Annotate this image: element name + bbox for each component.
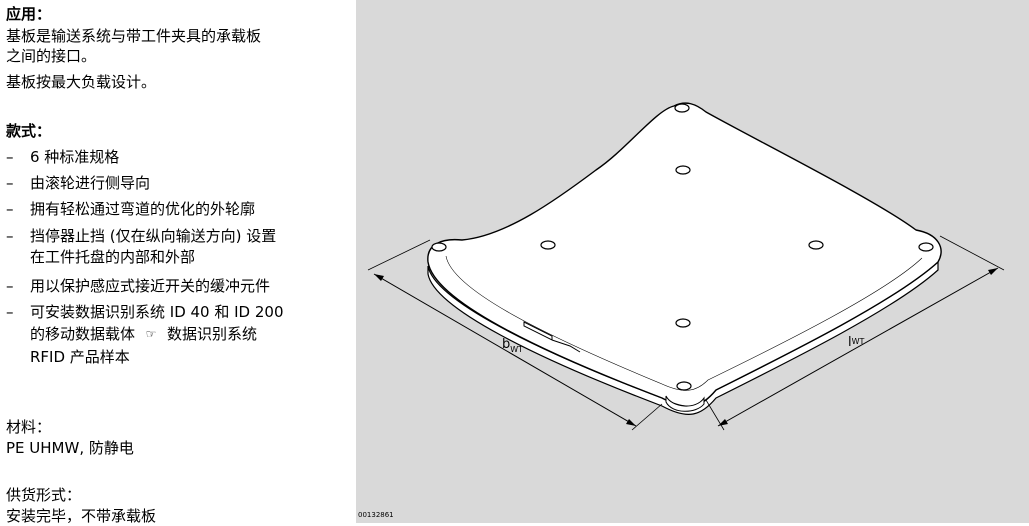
list-item-continued: RFID 产品样本 xyxy=(30,348,130,366)
list-item: 挡停器止挡 (仅在纵向输送方向) 设置 xyxy=(30,227,277,245)
list-item-text: 的移动数据载体 xyxy=(30,325,136,343)
width-dimension-line xyxy=(373,273,637,427)
mounting-hole xyxy=(675,318,691,328)
mounting-hole xyxy=(540,240,556,250)
catalog-reference: 数据识别系统 xyxy=(167,325,258,343)
pallet-drawing: bWT lWT xyxy=(367,102,1005,431)
application-line-3: 基板按最大负载设计。 xyxy=(6,73,157,91)
material-label: 材料： xyxy=(6,418,52,436)
pointing-hand-icon: ☞ xyxy=(145,327,157,341)
design-heading: 款式： xyxy=(6,122,52,140)
corner-hole xyxy=(431,242,447,252)
list-item: 可安装数据识别系统 ID 40 和 ID 200 xyxy=(30,303,284,321)
corner-hole xyxy=(918,242,934,252)
corner-hole xyxy=(676,381,692,391)
mounting-hole xyxy=(675,165,691,175)
list-bullet: – xyxy=(6,174,14,192)
list-item-continued: 的移动数据载体 ☞ 数据识别系统 xyxy=(30,324,257,344)
list-bullet: – xyxy=(6,148,14,166)
list-item: 用以保护感应式接近开关的缓冲元件 xyxy=(30,277,271,295)
plate-top-face xyxy=(427,102,942,408)
application-line-1: 基板是输送系统与带工件夹具的承载板 xyxy=(6,27,262,45)
dimension-label-width: bWT xyxy=(502,337,523,354)
corner-hole xyxy=(674,103,690,113)
list-bullet: – xyxy=(6,227,14,245)
material-value: PE UHMW, 防静电 xyxy=(6,439,134,457)
length-dimension-line xyxy=(717,267,999,427)
list-item: 6 种标准规格 xyxy=(30,148,120,166)
dimension-label-length: lWT xyxy=(848,335,865,350)
list-bullet: – xyxy=(6,200,14,218)
delivery-label: 供货形式： xyxy=(6,486,82,504)
list-bullet: – xyxy=(6,303,14,321)
application-line-2: 之间的接口。 xyxy=(6,47,97,65)
delivery-value: 安装完毕，不带承载板 xyxy=(6,507,157,525)
mounting-hole xyxy=(808,240,824,250)
list-item: 由滚轮进行侧导向 xyxy=(30,174,151,192)
application-heading: 应用： xyxy=(6,5,52,23)
list-item: 拥有轻松通过弯道的优化的外轮廓 xyxy=(30,200,256,218)
figure-id: 00132861 xyxy=(358,511,394,519)
list-item-continued: 在工件托盘的内部和外部 xyxy=(30,248,196,266)
text-column: 应用： 基板是输送系统与带工件夹具的承载板 之间的接口。 基板按最大负载设计。 … xyxy=(0,0,345,525)
product-figure: bWT lWT 00132861 xyxy=(356,0,1029,523)
list-bullet: – xyxy=(6,277,14,295)
